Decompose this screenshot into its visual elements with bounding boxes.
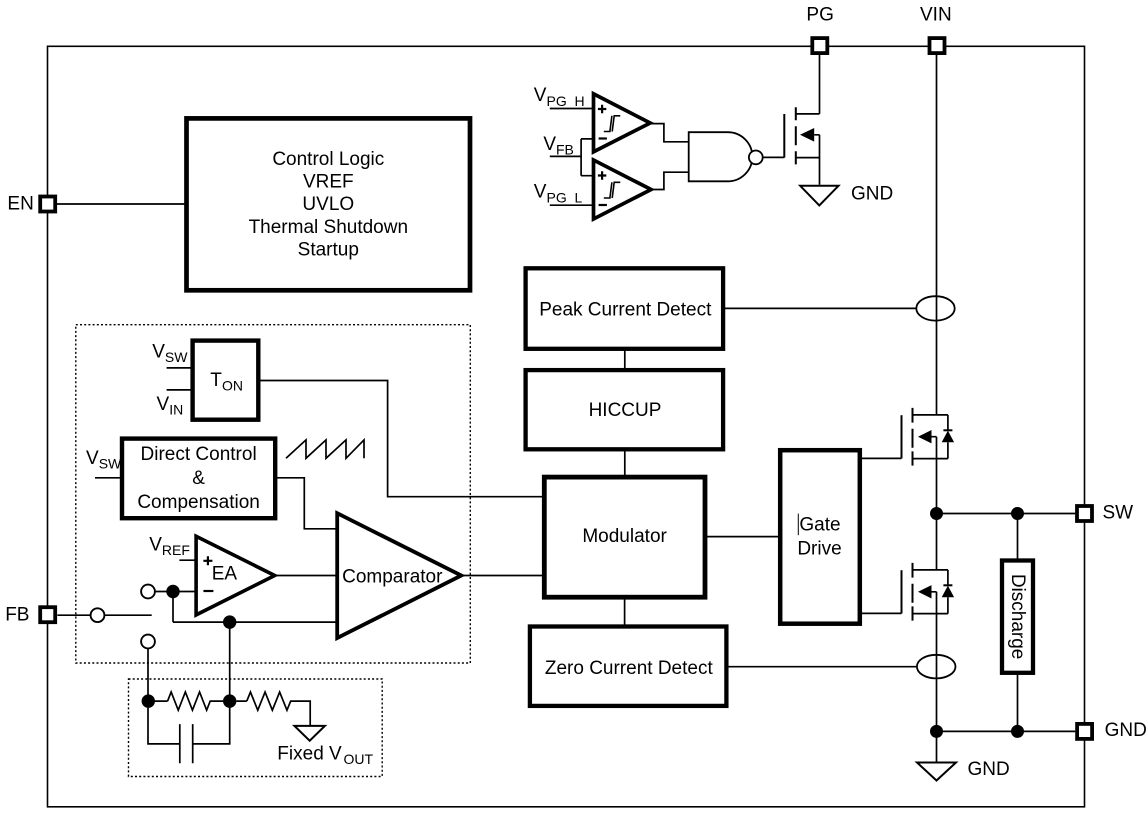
svg-text:T: T	[210, 370, 222, 391]
svg-text:GND: GND	[968, 759, 1010, 780]
svg-text:V: V	[86, 448, 99, 469]
svg-text:OUT: OUT	[344, 751, 374, 767]
svg-text:V: V	[534, 182, 547, 203]
svg-text:Direct Control: Direct Control	[141, 444, 257, 465]
svg-text:&: &	[192, 468, 205, 489]
svg-text:GND: GND	[851, 184, 893, 205]
svg-text:V: V	[152, 342, 165, 363]
svg-text:Control Logic: Control Logic	[272, 149, 384, 170]
svg-text:V: V	[149, 535, 162, 556]
svg-text:Zero Current Detect: Zero Current Detect	[545, 658, 714, 679]
svg-text:SW: SW	[1103, 503, 1134, 524]
svg-text:HICCUP: HICCUP	[589, 400, 662, 421]
svg-text:Startup: Startup	[298, 239, 359, 260]
svg-text:UVLO: UVLO	[302, 194, 354, 215]
svg-text:Drive: Drive	[797, 539, 841, 560]
svg-text:Peak Current Detect: Peak Current Detect	[539, 300, 712, 321]
svg-text:FB: FB	[556, 142, 574, 158]
svg-text:VIN: VIN	[920, 5, 952, 26]
svg-text:EA: EA	[212, 564, 238, 585]
svg-text:ON: ON	[222, 378, 243, 394]
svg-text:Comparator: Comparator	[342, 566, 443, 587]
svg-text:V: V	[157, 394, 170, 415]
svg-text:VREF: VREF	[303, 172, 354, 193]
svg-text:SW: SW	[99, 456, 122, 472]
svg-text:Compensation: Compensation	[137, 492, 260, 513]
svg-text:Gate: Gate	[799, 514, 840, 535]
svg-text:PG: PG	[806, 5, 833, 26]
svg-text:V: V	[543, 134, 556, 155]
svg-text:Modulator: Modulator	[582, 526, 667, 547]
svg-text:PG_H: PG_H	[547, 93, 585, 109]
svg-text:V: V	[534, 85, 547, 106]
svg-text:Thermal Shutdown: Thermal Shutdown	[249, 217, 408, 238]
svg-text:IN: IN	[169, 402, 183, 418]
svg-text:SW: SW	[165, 349, 188, 365]
svg-text:Discharge: Discharge	[1007, 574, 1028, 660]
svg-text:EN: EN	[7, 194, 33, 215]
svg-text:GND: GND	[1105, 720, 1147, 741]
svg-text:REF: REF	[162, 542, 190, 558]
svg-text:FB: FB	[5, 605, 29, 626]
svg-text:Fixed V: Fixed V	[277, 743, 342, 764]
svg-text:PG_L: PG_L	[547, 189, 583, 205]
